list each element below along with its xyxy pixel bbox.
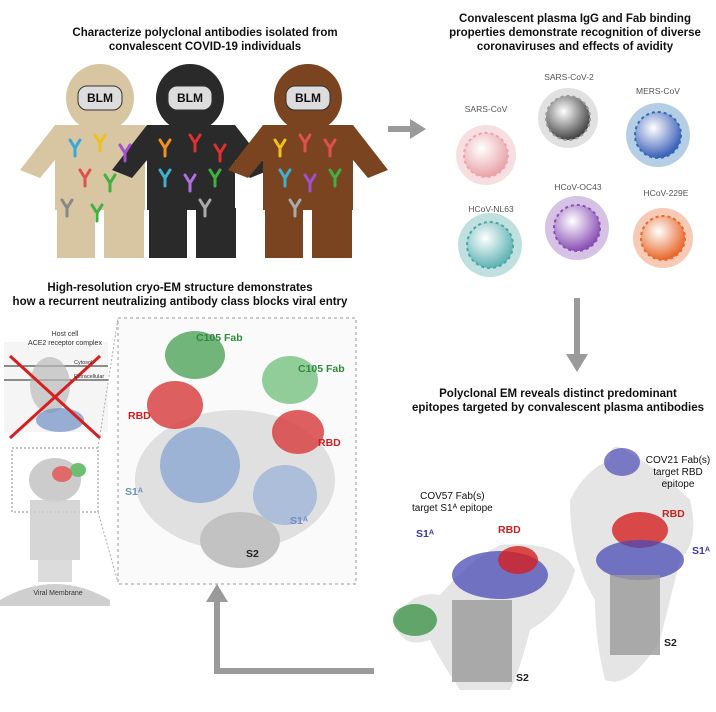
- cov21-line-1: COV21 Fab(s): [645, 455, 711, 466]
- binding-title-line-2: properties demonstrate recognition of di…: [449, 27, 701, 39]
- em-rbd-label-left: RBD: [498, 524, 521, 536]
- virus-label-hcov-nl63: HCoV-NL63: [468, 204, 514, 214]
- s1a-label-right: S1ᴬ: [290, 515, 308, 527]
- virus-sars-cov-2: [538, 88, 598, 148]
- ace2-inset: [4, 342, 108, 440]
- rbd-label-left: RBD: [128, 410, 151, 422]
- virus-label-mers-cov: MERS-CoV: [636, 86, 680, 96]
- cov57-line-1: COV57 Fab(s): [420, 491, 485, 502]
- cryo-structure: [135, 331, 335, 568]
- characterize-title-line-2: convalescent COVID-19 individuals: [108, 41, 302, 53]
- binding-title-line-3: coronaviruses and effects of avidity: [476, 41, 674, 53]
- em-map-cov57: [393, 544, 575, 690]
- em-s2-label-left: S2: [516, 672, 529, 684]
- cov57-label: COV57 Fab(s) target S1ᴬ epitope: [412, 491, 493, 515]
- virus-hcov-nl63: [458, 213, 522, 277]
- extracellular-label: Extracellular: [74, 374, 105, 380]
- cytosol-label: Cytosol: [74, 360, 93, 366]
- em-s2-label-right: S2: [664, 637, 677, 649]
- binding-heading: Convalescent plasma IgG and Fab binding …: [430, 12, 716, 54]
- antibody-icons: [60, 133, 342, 223]
- virus-label-hcov-229e: HCoV-229E: [643, 188, 689, 198]
- em-rbd-label-right: RBD: [662, 508, 685, 520]
- viral-membrane: [0, 584, 110, 606]
- person-figure-2: [112, 64, 270, 258]
- cov21-label: COV21 Fab(s) target RBD epitope: [640, 455, 716, 491]
- s2-label-cryo: S2: [246, 548, 259, 560]
- characterize-title-line-1: Characterize polyclonal antibodies isola…: [72, 27, 338, 39]
- virus-label-hcov-oc43: HCoV-OC43: [554, 182, 602, 192]
- polyem-heading: Polyclonal EM reveals distinct predomina…: [400, 387, 716, 415]
- c105-fab-label-left: C105 Fab: [196, 332, 243, 344]
- virus-sars-cov: [456, 125, 516, 185]
- viral-membrane-label: Viral Membrane: [33, 590, 83, 597]
- em-s1a-label-right: S1ᴬ: [692, 545, 710, 557]
- polyem-title-line-1: Polyclonal EM reveals distinct predomina…: [439, 388, 677, 400]
- cov21-line-2: target RBD epitope: [653, 467, 703, 490]
- characterize-heading: Characterize polyclonal antibodies isola…: [40, 26, 370, 54]
- mask-text-2: BLM: [177, 91, 203, 105]
- polyem-title-line-2: epitopes targeted by convalescent plasma…: [411, 402, 705, 414]
- host-cell-line-1: Host cell: [51, 331, 79, 338]
- flow-arrows: [206, 119, 588, 674]
- binding-title-line-1: Convalescent plasma IgG and Fab binding: [459, 13, 691, 25]
- em-map-cov21: [570, 446, 694, 682]
- c105-fab-label-right: C105 Fab: [298, 363, 345, 375]
- virus-label-sars-cov: SARS-CoV: [464, 104, 508, 114]
- cryo-heading: High-resolution cryo-EM structure demons…: [0, 281, 360, 309]
- virus-hcov-229e: [633, 208, 693, 268]
- host-cell-label: Host cell ACE2 receptor complex: [20, 330, 110, 348]
- host-cell-line-2: ACE2 receptor complex: [28, 340, 102, 347]
- mask-text-1: BLM: [87, 91, 113, 105]
- person-figure-3: [228, 64, 388, 258]
- cov57-line-2: target S1ᴬ epitope: [412, 503, 493, 514]
- s1a-label-left: S1ᴬ: [125, 486, 143, 498]
- cryo-title-line-2: how a recurrent neutralizing antibody cl…: [12, 296, 348, 308]
- rbd-label-right: RBD: [318, 437, 341, 449]
- mask-text-3: BLM: [295, 91, 321, 105]
- cryo-title-line-1: High-resolution cryo-EM structure demons…: [47, 282, 313, 294]
- em-s1a-label-left: S1ᴬ: [416, 528, 434, 540]
- virus-label-sars-cov-2: SARS-CoV-2: [544, 72, 594, 82]
- virus-hcov-oc43: [545, 196, 609, 260]
- spike-small: [29, 458, 86, 582]
- virus-mers-cov: [626, 103, 690, 167]
